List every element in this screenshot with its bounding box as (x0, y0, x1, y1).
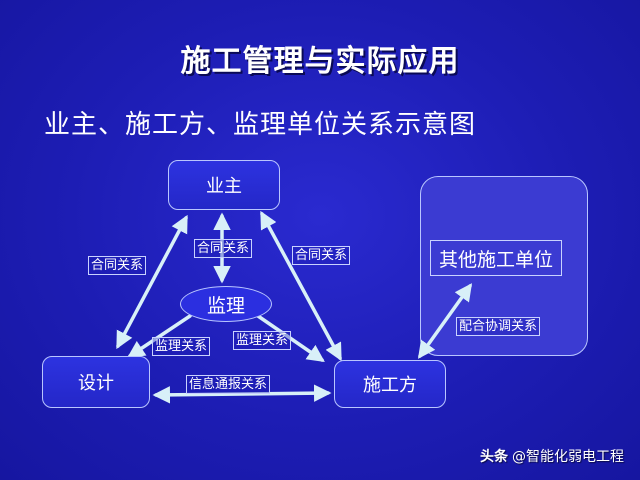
contractor-box: 施工方 (334, 360, 446, 408)
relation-label-supervisor-design: 监理关系 (152, 337, 211, 356)
watermark: 头条@智能化弱电工程 (480, 446, 624, 466)
relation-label-supervisor-contractor: 监理关系 (233, 331, 292, 350)
other-units-label: 其他施工单位 (430, 240, 562, 276)
relation-label-contractor-other: 配合协调关系 (456, 317, 541, 336)
arrow-owner-contractor (260, 210, 342, 362)
relation-label-owner-contractor: 合同关系 (292, 246, 351, 265)
arrow-owner-design (116, 214, 188, 350)
watermark-account: @智能化弱电工程 (512, 449, 624, 465)
arrow-supervisor-contractor (256, 314, 325, 362)
owner-box: 业主 (168, 160, 280, 210)
relation-label-design-contractor: 信息通报关系 (186, 375, 271, 394)
relation-label-owner-design: 合同关系 (88, 256, 147, 275)
slide-title: 施工管理与实际应用 (180, 44, 460, 79)
design-box: 设计 (42, 356, 150, 408)
supervisor-ellipse: 监理 (180, 286, 272, 322)
arrow-design-contractor (152, 384, 332, 404)
arrow-contractor-other (417, 283, 473, 359)
relation-label-owner-supervisor: 合同关系 (194, 239, 253, 258)
watermark-brand: 头条 (480, 449, 508, 465)
slide-subtitle: 业主、施工方、监理单位关系示意图 (44, 110, 477, 140)
arrow-supervisor-design (127, 314, 192, 358)
